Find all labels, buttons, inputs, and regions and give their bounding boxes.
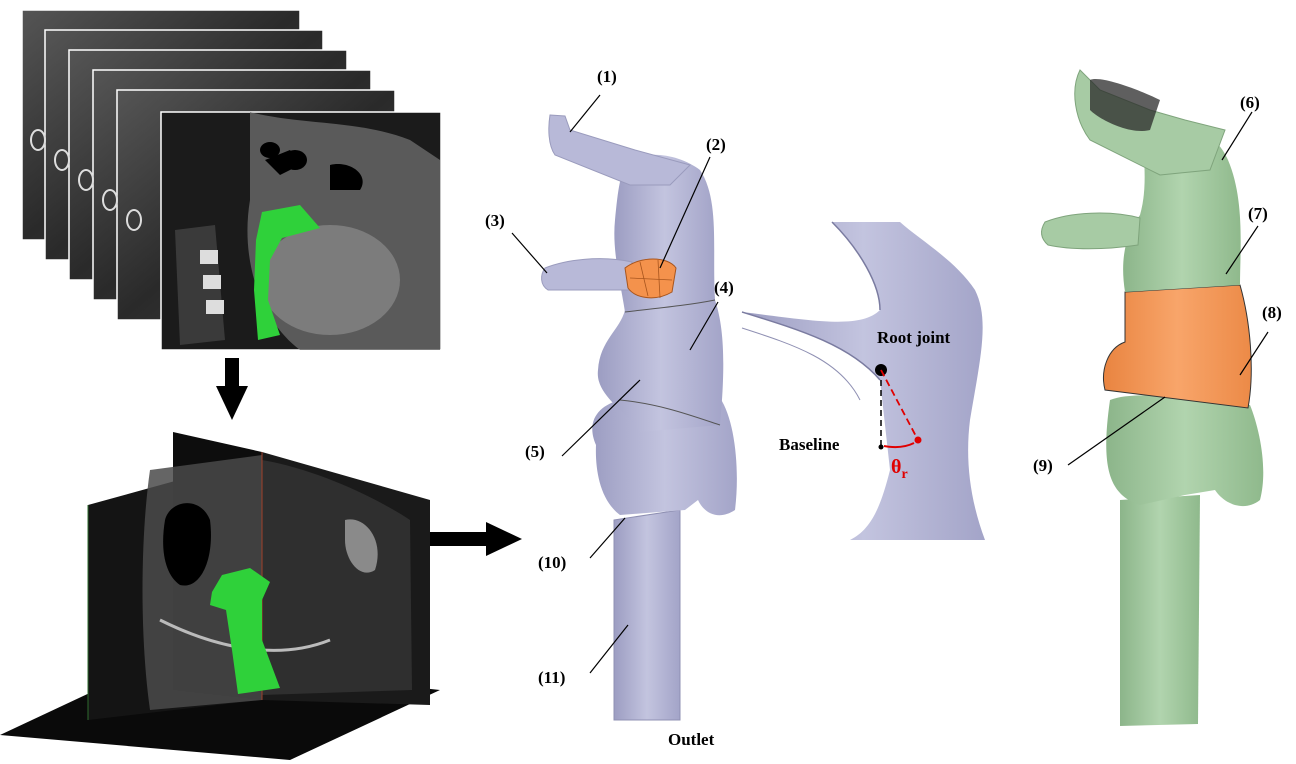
label-2: (2) [706, 135, 726, 154]
label-4: (4) [714, 278, 734, 297]
ct-volume-3d [0, 432, 440, 760]
label-11: (11) [538, 668, 565, 687]
root-joint-label: Root joint [877, 328, 951, 347]
label-8: (8) [1262, 303, 1282, 322]
label-6: (6) [1240, 93, 1260, 112]
label-5: (5) [525, 442, 545, 461]
label-3: (3) [485, 211, 505, 230]
airway-surface-model [542, 115, 737, 720]
baseline-label: Baseline [779, 435, 840, 454]
outlet-label: Outlet [668, 730, 715, 749]
right-arrow-icon [430, 522, 522, 556]
highlighted-section-8 [1104, 285, 1252, 408]
segmented-airway-model [1042, 70, 1264, 726]
highlighted-region-2 [625, 259, 676, 298]
down-arrow-icon [216, 358, 248, 420]
root-joint-detail [742, 222, 985, 540]
label-10: (10) [538, 553, 566, 572]
label-7: (7) [1248, 204, 1268, 223]
label-1: (1) [597, 67, 617, 86]
ct-slice-stack [22, 10, 441, 350]
theta-subscript: r [901, 467, 907, 482]
theta-symbol: θ [891, 456, 901, 478]
label-9: (9) [1033, 456, 1053, 475]
